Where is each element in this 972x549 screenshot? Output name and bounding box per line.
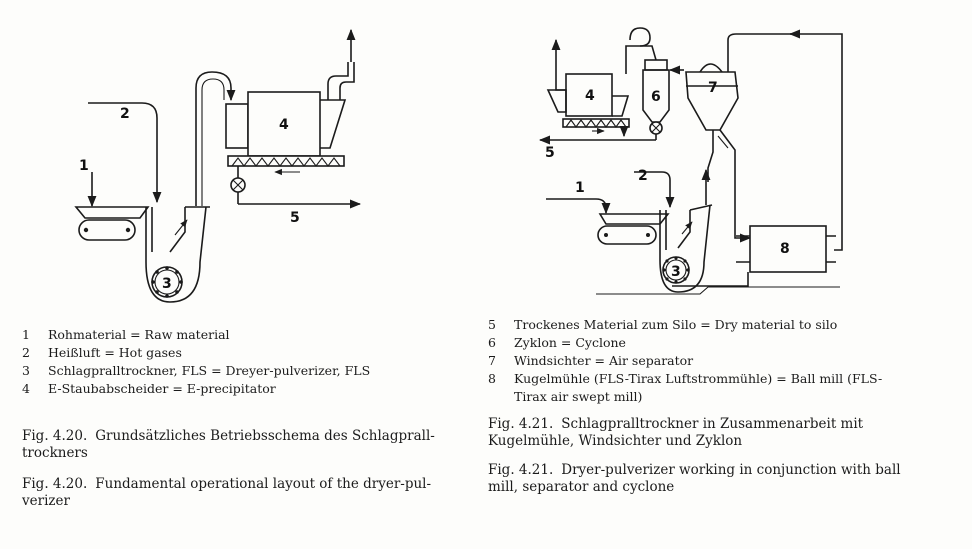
label-1: 1: [575, 180, 585, 196]
ground-line: [596, 286, 840, 295]
right-raw-material-arrow: [546, 198, 611, 215]
label-6: 6: [651, 89, 661, 105]
fig-4-21-caption-en: Fig. 4.21.Dryer-pulverizer working in co…: [488, 462, 901, 495]
label-5: 5: [545, 145, 555, 161]
fig-4-20-caption-de: Fig. 4.20.Grundsätzliches Betriebsschema…: [22, 428, 435, 461]
fig-4-21-diagram: 4 6 7 5 1 2 3 8: [538, 27, 843, 295]
hot-gas-duct: [88, 102, 162, 204]
label-4: 4: [279, 117, 289, 133]
fig-4-20-diagram: 2 1 3 4 5: [74, 28, 362, 303]
fig-4-20-caption-en: Fig. 4.20.Fundamental operational layout…: [22, 476, 432, 509]
e-precipitator: [225, 28, 356, 204]
label-4: 4: [585, 88, 595, 104]
label-3: 3: [671, 264, 681, 280]
label-8: 8: [780, 241, 790, 257]
dryer-pulverizer: [145, 206, 210, 303]
separator-return-loop: [727, 33, 843, 251]
cyclone: [642, 59, 684, 140]
label-1: 1: [79, 158, 89, 174]
fan: [625, 27, 657, 74]
fig-4-21-caption-de: Fig. 4.21.Schlagpralltrockner in Zusamme…: [488, 416, 864, 449]
silo: [546, 38, 630, 138]
label-2: 2: [638, 168, 648, 184]
label-3: 3: [162, 276, 172, 292]
right-dryer-pulverizer: [597, 204, 713, 293]
label-7: 7: [708, 80, 718, 96]
ball-mill: [672, 225, 836, 287]
right-hot-gas-duct: [634, 171, 675, 209]
label-5: 5: [290, 210, 300, 226]
raw-material-feeder: [74, 206, 150, 241]
label-2: 2: [120, 106, 130, 122]
riser-duct: [195, 71, 236, 206]
